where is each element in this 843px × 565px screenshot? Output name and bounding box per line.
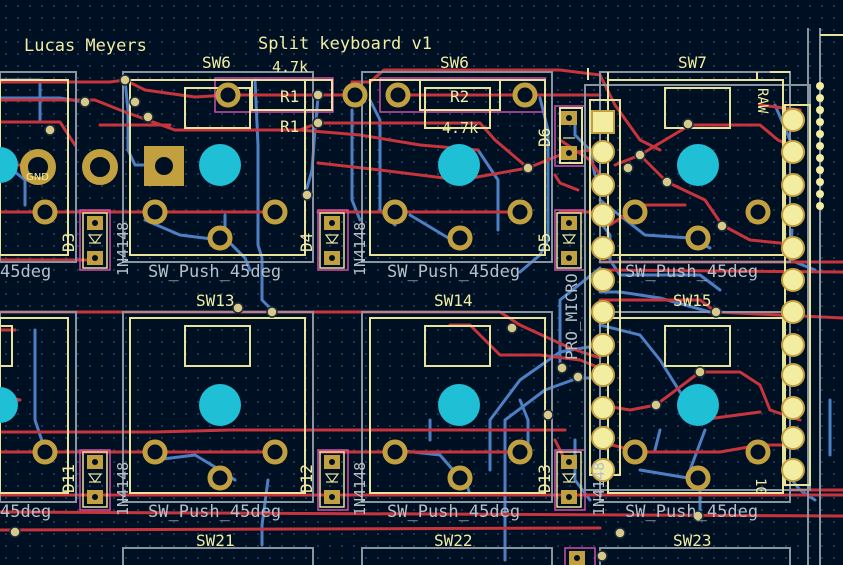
left-value-bottom: 45deg bbox=[0, 502, 51, 522]
back-copper-layer bbox=[0, 78, 832, 562]
sw-value-1: SW_Push_45deg bbox=[148, 262, 281, 282]
diode-d12[interactable] bbox=[319, 451, 345, 508]
via-layer bbox=[9, 74, 728, 562]
raw-pin-label: RAW bbox=[754, 88, 770, 114]
sw-value-3: SW_Push_45deg bbox=[625, 262, 758, 282]
gnd-pad-label: GND bbox=[26, 172, 49, 183]
sw-ref-5: SW14 bbox=[434, 291, 473, 310]
edge-number-label: 10 bbox=[752, 478, 768, 495]
sw-ref-9: SW23 bbox=[673, 531, 712, 550]
r1-ref-silk: R1 bbox=[280, 117, 299, 136]
board-title-label: Split keyboard v1 bbox=[258, 34, 432, 54]
switch-drill-holes bbox=[0, 144, 719, 426]
diode-ref-d5: D5 bbox=[535, 233, 554, 252]
diode-footprints bbox=[82, 111, 585, 565]
front-copper-layer bbox=[0, 68, 843, 532]
r2-value: 4.7k bbox=[442, 119, 478, 137]
sw-ref-7: SW21 bbox=[196, 531, 235, 550]
r2-ref: R2 bbox=[450, 87, 469, 106]
sw-ref-3: SW7 bbox=[678, 53, 707, 72]
diode-value-d11: 1N4148 bbox=[114, 462, 132, 516]
diode-value-d3: 1N4148 bbox=[114, 222, 132, 276]
diode-d13[interactable] bbox=[556, 451, 582, 508]
sw-value-6: SW_Push_45deg bbox=[625, 502, 758, 522]
diode-value-d13: 1N4148 bbox=[590, 462, 608, 516]
left-value-top: 45deg bbox=[0, 262, 51, 282]
diode-value-d4: 1N4148 bbox=[351, 222, 369, 276]
diode-partial bbox=[569, 551, 585, 565]
diode-d4[interactable] bbox=[319, 212, 345, 269]
sw-value-5: SW_Push_45deg bbox=[387, 502, 520, 522]
diode-value-d12: 1N4148 bbox=[351, 462, 369, 516]
silkscreen-text: Lucas Meyers Split keyboard v1 SW6 SW6 S… bbox=[0, 34, 770, 550]
diode-d6[interactable] bbox=[561, 111, 577, 160]
diode-ref-d11: D11 bbox=[59, 464, 78, 493]
diode-d11[interactable] bbox=[82, 451, 108, 508]
diode-ref-d13: D13 bbox=[535, 464, 554, 493]
mcu-label: PRO_MICRO bbox=[562, 273, 581, 360]
diode-d5[interactable] bbox=[556, 212, 582, 269]
diode-ref-d3: D3 bbox=[59, 233, 78, 252]
mcu-pin-headers bbox=[591, 82, 824, 482]
diode-ref-d6: D6 bbox=[535, 128, 554, 147]
r1-value: 4.7k bbox=[272, 58, 308, 76]
tht-pads bbox=[20, 82, 771, 491]
sw-ref-6: SW15 bbox=[673, 291, 712, 310]
diode-d3[interactable] bbox=[82, 212, 108, 269]
sw-ref-2: SW6 bbox=[440, 53, 469, 72]
sw-value-2: SW_Push_45deg bbox=[387, 262, 520, 282]
author-label: Lucas Meyers bbox=[24, 36, 147, 56]
sw-ref-4: SW13 bbox=[196, 291, 235, 310]
r1-ref-fab: R1 bbox=[280, 87, 299, 106]
sw-value-4: SW_Push_45deg bbox=[148, 502, 281, 522]
diode-ref-d4: D4 bbox=[297, 233, 316, 252]
sw-ref-1: SW6 bbox=[202, 53, 231, 72]
sw-ref-8: SW22 bbox=[434, 531, 473, 550]
diode-ref-d12: D12 bbox=[297, 464, 316, 493]
